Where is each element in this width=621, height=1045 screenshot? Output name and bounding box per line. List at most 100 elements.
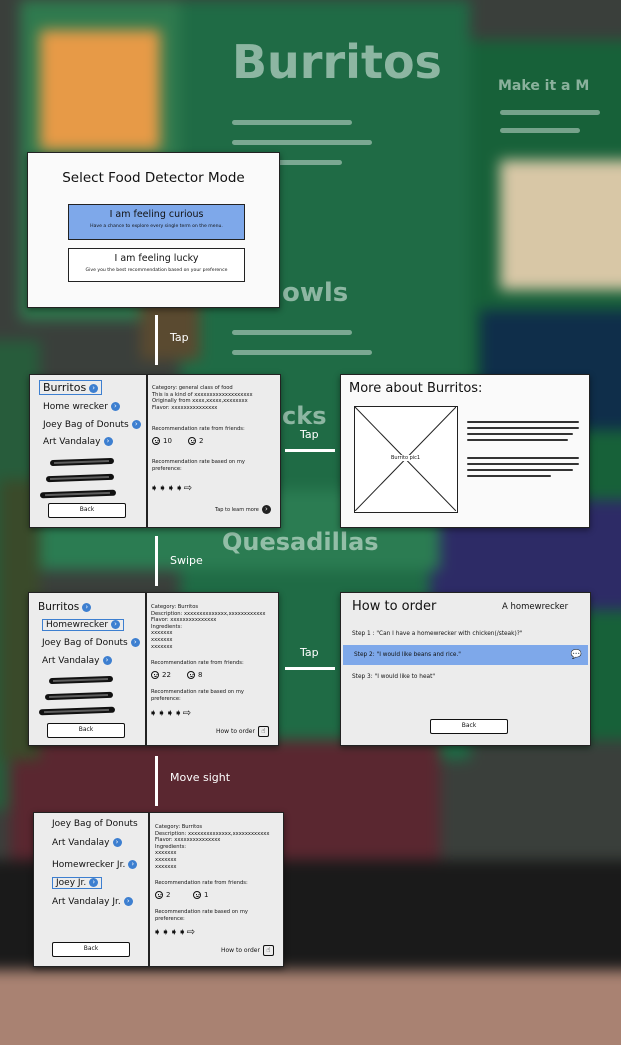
curious-screen-burritos: Burritos› Home wrecker› Joey Bag of Donu… — [29, 374, 281, 528]
category-header[interactable]: Burritos› — [38, 601, 92, 613]
list-item-joey-bag-of-donuts[interactable]: Joey Bag of Donuts› — [42, 638, 140, 648]
empty-arrow-icon: ⇨ — [186, 927, 195, 938]
arrow-right-icon: › — [261, 505, 271, 514]
list-item-art-vandalay[interactable]: Art Vandalay› — [42, 656, 112, 666]
neutral-face-icon — [187, 671, 195, 679]
connector-line — [285, 449, 335, 452]
filled-arrow-icon: ➧ — [150, 483, 158, 494]
chevron-right-icon: › — [89, 878, 99, 887]
preference-rating-arrows: ➧➧➧➧⇨ — [150, 483, 192, 494]
description-scribble — [467, 421, 579, 481]
connector-label-tap: Tap — [170, 331, 189, 344]
mode-select-card: Select Food Detector Mode I am feeling c… — [27, 152, 280, 308]
friends-dislikes: 8 — [187, 671, 202, 679]
chevron-right-icon: › — [128, 860, 138, 869]
hand-tap-icon: ☝ — [262, 945, 274, 956]
food-details: Category: general class of food This is … — [152, 385, 253, 411]
friends-rate-label: Recommendation rate from friends: — [155, 880, 248, 886]
sign-make-it-a-meal: Make it a M — [498, 78, 590, 94]
list-item-joey-bag-of-donuts[interactable]: Joey Bag of Donuts› — [43, 420, 141, 430]
speech-bubble-icon[interactable]: 💬 — [570, 650, 582, 660]
scribbled-item — [44, 691, 114, 701]
connector-label-move-sight: Move sight — [170, 771, 231, 784]
connector-line — [285, 667, 335, 670]
lucky-mode-label: I am feeling lucky — [114, 253, 199, 264]
chevron-right-icon: › — [112, 838, 122, 847]
food-details: Category: Burritos Description: xxxxxxxx… — [155, 824, 270, 870]
order-step-1[interactable]: Step 1 : "Can I have a homewrecker with … — [352, 631, 523, 637]
list-item-art-vandalay[interactable]: Art Vandalay› — [52, 838, 122, 848]
list-item-art-vandalay[interactable]: Art Vandalay› — [43, 437, 113, 447]
chevron-right-icon: › — [89, 383, 99, 393]
smile-icon — [155, 891, 163, 899]
filled-arrow-icon: ➧ — [157, 708, 165, 719]
scribbled-item — [38, 706, 116, 716]
chevron-right-icon: › — [82, 602, 92, 612]
list-item-homewrecker[interactable]: Homewrecker› — [42, 619, 125, 631]
scribbled-item — [45, 473, 115, 483]
connector-label-tap: Tap — [300, 646, 319, 659]
neutral-face-icon — [193, 891, 201, 899]
back-button[interactable]: Back — [48, 503, 126, 518]
preference-rate-label: Recommendation rate based on my preferen… — [152, 459, 245, 472]
chevron-right-icon: › — [130, 638, 140, 647]
tap-to-learn-more[interactable]: Tap to learn more› — [215, 505, 271, 514]
curious-screen-joey-jr: Joey Bag of Donuts Art Vandalay› Homewre… — [33, 812, 284, 967]
scribbled-item — [48, 675, 114, 685]
filled-arrow-icon: ➧ — [166, 483, 175, 494]
how-to-order-button[interactable]: How to order☝ — [221, 945, 274, 956]
preference-rate-label: Recommendation rate based on my preferen… — [155, 909, 248, 922]
more-about-title: More about Burritos: — [349, 381, 483, 396]
preference-rating-arrows: ➧➧➧➧⇨ — [153, 927, 195, 938]
filled-arrow-icon: ➧ — [153, 927, 161, 938]
filled-arrow-icon: ➧ — [169, 927, 178, 938]
list-item-joey-jr[interactable]: Joey Jr.› — [52, 877, 103, 889]
friends-rate-label: Recommendation rate from friends: — [151, 660, 244, 666]
hand-tap-icon: ☝ — [257, 726, 269, 737]
preference-rating-arrows: ➧➧➧➧⇨ — [149, 708, 191, 719]
friends-rate-label: Recommendation rate from friends: — [152, 426, 245, 432]
list-item-burritos[interactable]: Burritos› — [39, 380, 103, 395]
friends-dislikes: 1 — [193, 891, 208, 899]
chevron-right-icon: › — [111, 620, 121, 629]
order-title: How to order — [352, 599, 437, 614]
friends-likes: 10 — [152, 437, 172, 445]
mode-title: Select Food Detector Mode — [62, 170, 245, 186]
list-item-art-vandalay-jr[interactable]: Art Vandalay Jr.› — [52, 897, 133, 907]
filled-arrow-icon: ➧ — [149, 708, 157, 719]
order-step-2[interactable]: Step 2: "I would like beans and rice."💬 — [343, 645, 588, 665]
filled-arrow-icon: ➧ — [174, 708, 182, 719]
connector-label-swipe: Swipe — [170, 554, 203, 567]
connector-line — [155, 315, 158, 365]
back-button[interactable]: Back — [430, 719, 508, 734]
sign-bowls: owls — [282, 278, 349, 308]
list-item-homewrecker-jr[interactable]: Homewrecker Jr.› — [52, 860, 138, 870]
lucky-mode-desc: Give you the best recommendation based o… — [85, 268, 228, 273]
list-item-home-wrecker[interactable]: Home wrecker› — [43, 402, 120, 412]
curious-mode-button[interactable]: I am feeling curious Have a chance to ex… — [68, 204, 245, 240]
sign-snacks: cks — [282, 402, 327, 430]
curious-mode-desc: Have a chance to explore every single te… — [90, 224, 223, 229]
chevron-right-icon: › — [123, 897, 133, 906]
scribbled-item — [49, 457, 115, 467]
order-subtitle: A homewrecker — [502, 602, 569, 612]
more-about-card: More about Burritos: Burrito pic1 — [340, 374, 590, 528]
smile-icon — [152, 437, 160, 445]
curious-screen-homewrecker: Burritos› Homewrecker› Joey Bag of Donut… — [28, 592, 279, 746]
empty-arrow-icon: ⇨ — [182, 708, 191, 719]
empty-arrow-icon: ⇨ — [183, 483, 192, 494]
back-button[interactable]: Back — [47, 723, 125, 738]
curious-mode-label: I am feeling curious — [109, 209, 204, 220]
lucky-mode-button[interactable]: I am feeling lucky Give you the best rec… — [68, 248, 245, 282]
filled-arrow-icon: ➧ — [158, 483, 166, 494]
connector-line — [155, 536, 158, 586]
preference-rate-label: Recommendation rate based on my preferen… — [151, 689, 244, 702]
back-button[interactable]: Back — [52, 942, 130, 957]
how-to-order-button[interactable]: How to order☝ — [216, 726, 269, 737]
order-step-3[interactable]: Step 3: "I would like to heat" — [352, 674, 436, 680]
filled-arrow-icon: ➧ — [161, 927, 169, 938]
filled-arrow-icon: ➧ — [178, 927, 186, 938]
list-item-joey-bag-of-donuts[interactable]: Joey Bag of Donuts — [52, 819, 138, 829]
friends-likes: 2 — [155, 891, 170, 899]
connector-line — [155, 756, 158, 806]
